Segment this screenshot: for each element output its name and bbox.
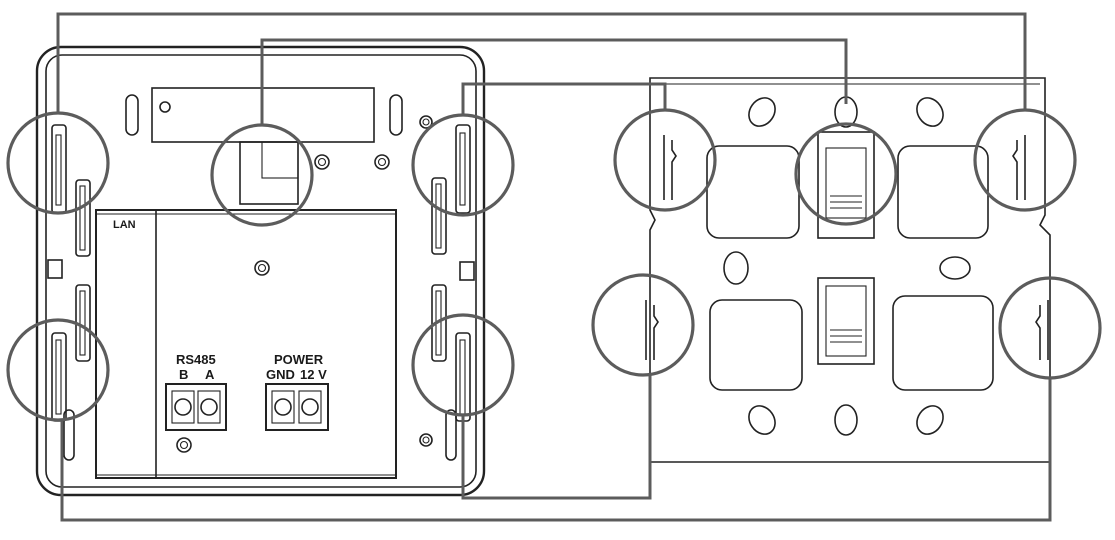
callout-plate-top-right-hook (973, 108, 1077, 212)
connector-lines (56, 12, 1052, 522)
plate-upper-latch (817, 131, 875, 239)
power-terminal-block (265, 383, 329, 431)
power-label: POWER (274, 352, 324, 367)
rs485-label: RS485 (176, 352, 216, 367)
power-gnd-label: GND (266, 367, 295, 382)
callout-left-top-clip (6, 111, 110, 215)
connector-compartment (95, 209, 397, 479)
callout-right-top-clip (411, 113, 515, 217)
callout-plate-center-latch (794, 122, 898, 226)
power-12v-label: 12 V (300, 367, 327, 382)
rs485-b-label: B (179, 367, 188, 382)
plate-lower-latch (817, 277, 875, 365)
rs485-a-label: A (205, 367, 215, 382)
mounting-plate (645, 77, 1051, 463)
callout-top-latch (210, 123, 314, 227)
rs485-terminal-block (165, 383, 227, 431)
callout-circles (6, 108, 1102, 422)
top-latch-tab (239, 141, 299, 205)
callout-right-bottom-clip (411, 313, 515, 417)
callout-plate-top-left-hook (613, 108, 717, 212)
callout-plate-bottom-right-hook (998, 276, 1102, 380)
callout-left-bottom-clip (6, 318, 110, 422)
callout-plate-bottom-left-hook (591, 273, 695, 377)
lan-label: LAN (113, 219, 136, 231)
